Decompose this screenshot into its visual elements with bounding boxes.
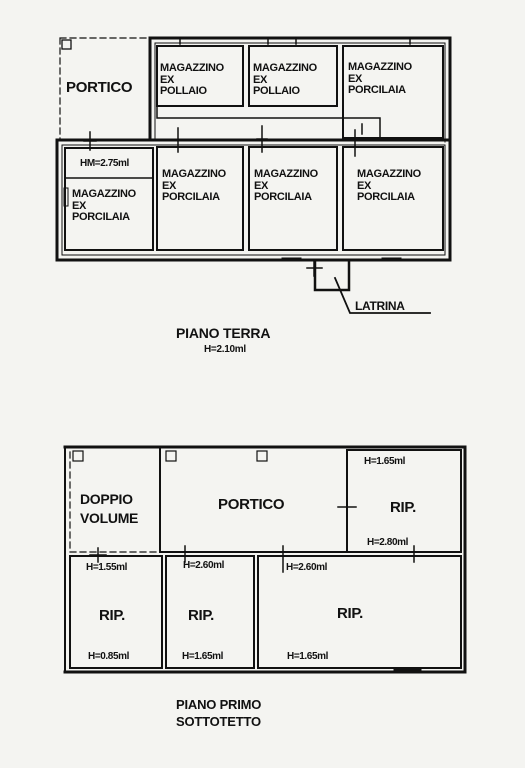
height-mid-top: H=2.60ml <box>183 560 224 571</box>
rip-top-right-label: RIP. <box>390 499 417 516</box>
room-name-line: EX <box>254 179 269 192</box>
height-mid-bottom: H=1.65ml <box>182 651 223 662</box>
room-name-line: MAGAZZINO <box>253 62 317 74</box>
room-name-line: MAGAZZINO <box>348 61 412 73</box>
lower-block-wall <box>55 138 452 262</box>
room-rip-right-wall <box>257 555 462 669</box>
room-name-line: POLLAIO <box>253 85 300 98</box>
ground-floor-title: PIANO TERRA <box>176 325 271 341</box>
room-name-line: MAGAZZINO <box>72 188 136 200</box>
room-pollaio-1-wall <box>156 45 244 107</box>
room-name-line: EX <box>162 179 177 192</box>
room-porcilaia-top-wall <box>342 45 444 139</box>
portico-first-floor-label: PORTICO <box>218 496 285 513</box>
magazzino-porcilaia-top-label: MAGAZZINO EX PORCILAIA <box>348 61 412 97</box>
room-name-line: MAGAZZINO <box>162 168 226 180</box>
latrina-leader <box>333 276 431 314</box>
room-name-line: MAGAZZINO <box>160 62 224 74</box>
room-name-line: EX <box>160 73 175 86</box>
room-name-line: VOLUME <box>80 509 139 526</box>
first-floor-subtitle: SOTTOTETTO <box>176 714 261 729</box>
doppio-volume-label: DOPPIO VOLUME <box>80 490 138 528</box>
latrina-label: LATRINA <box>355 299 405 313</box>
room-name-line: PORCILAIA <box>348 84 406 97</box>
height-left-bottom: H=0.85ml <box>88 651 129 662</box>
room-pollaio-2-wall <box>248 45 338 107</box>
room-porcilaia-mid2-wall <box>248 146 338 251</box>
room-rip-mid-wall <box>165 555 255 669</box>
magazzino-porcilaia-mid1-label: MAGAZZINO EX PORCILAIA <box>162 168 226 204</box>
magazzino-porcilaia-left-label: MAGAZZINO EX PORCILAIA <box>72 188 136 224</box>
ground-floor-height: H=2.10ml <box>204 344 246 355</box>
magazzino-porcilaia-mid2-label: MAGAZZINO EX PORCILAIA <box>254 168 318 204</box>
room-name-line: PORCILAIA <box>254 191 312 204</box>
magazzino-pollaio-1-label: MAGAZZINO EX POLLAIO <box>160 62 224 98</box>
room-name-line: MAGAZZINO <box>357 168 421 180</box>
rip-left-label: RIP. <box>99 607 126 624</box>
room-porcilaia-mid1-wall <box>156 146 244 251</box>
height-top-right-top: H=1.65ml <box>364 456 405 467</box>
portico-label: PORTICO <box>66 79 133 96</box>
room-name-line: PORCILAIA <box>72 211 130 224</box>
ground-floor-plan <box>55 36 452 314</box>
height-right-top: H=2.60ml <box>286 562 327 573</box>
top-block-wall <box>148 36 452 144</box>
rip-mid-label: RIP. <box>188 607 215 624</box>
rip-right-label: RIP. <box>337 605 364 622</box>
room-name-line: PORCILAIA <box>357 191 415 204</box>
latrina-wall <box>313 258 351 292</box>
room-name-line: PORCILAIA <box>162 191 220 204</box>
room-name-line: EX <box>357 179 372 192</box>
first-floor-plan <box>63 445 467 674</box>
room-porcilaia-left-wall <box>64 147 154 251</box>
first-floor-outer-wall <box>63 445 467 674</box>
room-name-line: DOPPIO <box>80 491 133 507</box>
room-name-line: MAGAZZINO <box>254 168 318 180</box>
hm-height-label: HM=2.75ml <box>80 158 129 169</box>
height-top-right-bottom: H=2.80ml <box>367 537 408 548</box>
room-name-line: EX <box>72 199 87 212</box>
portico-outline <box>59 37 151 141</box>
height-right-bottom: H=1.65ml <box>287 651 328 662</box>
room-name-line: EX <box>348 72 363 85</box>
magazzino-porcilaia-right-label: MAGAZZINO EX PORCILAIA <box>357 168 421 204</box>
portico-marker <box>61 39 72 50</box>
magazzino-pollaio-2-label: MAGAZZINO EX POLLAIO <box>253 62 317 98</box>
room-name-line: POLLAIO <box>160 85 207 98</box>
first-floor-title: PIANO PRIMO <box>176 697 262 712</box>
room-porcilaia-right-wall <box>342 146 444 251</box>
doppio-volume-outline <box>69 451 161 553</box>
room-name-line: EX <box>253 73 268 86</box>
height-left-top: H=1.55ml <box>86 562 127 573</box>
room-rip-left-wall <box>69 555 163 669</box>
